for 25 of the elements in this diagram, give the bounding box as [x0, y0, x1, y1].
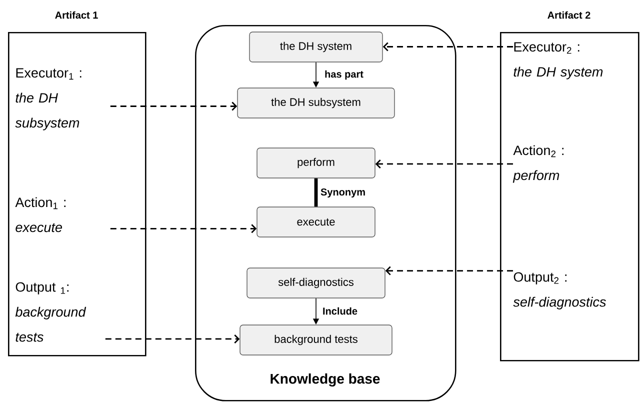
term-box: the DH system	[249, 32, 383, 62]
frame-heading: Knowledge base	[270, 373, 380, 387]
term-box: self-diagnostics	[246, 268, 386, 298]
term-box: execute	[256, 206, 376, 238]
arrow	[110, 102, 238, 111]
term-box: the DH subsystem	[237, 88, 395, 118]
arrow	[110, 224, 257, 234]
role-label: Executor$_{1}$ : the DH subsystem	[15, 68, 82, 130]
arrow	[385, 266, 513, 276]
frame-heading: Artifact 1	[55, 11, 98, 19]
role-label: Action$_{1}$ : execute	[15, 197, 66, 232]
edge-label: Include	[322, 306, 358, 316]
role-label: Action$_{2}$ : perform	[512, 145, 564, 183]
edge-label: has part	[324, 69, 364, 81]
arrow	[375, 160, 513, 168]
role-label: Executor$_{2}$ : the DH system	[514, 42, 603, 80]
arrow	[105, 334, 240, 344]
edge-label: Synonym	[320, 187, 366, 199]
term-box: perform	[256, 148, 376, 178]
role-label: Output$_{2}$ : self-diagnostics	[513, 272, 606, 310]
term-box: background tests	[240, 324, 392, 356]
frame-heading: Artifact 2	[548, 11, 590, 19]
role-label: Output $_{1}$: background tests	[15, 282, 86, 342]
arrow	[382, 42, 513, 52]
connector-line	[314, 178, 318, 207]
